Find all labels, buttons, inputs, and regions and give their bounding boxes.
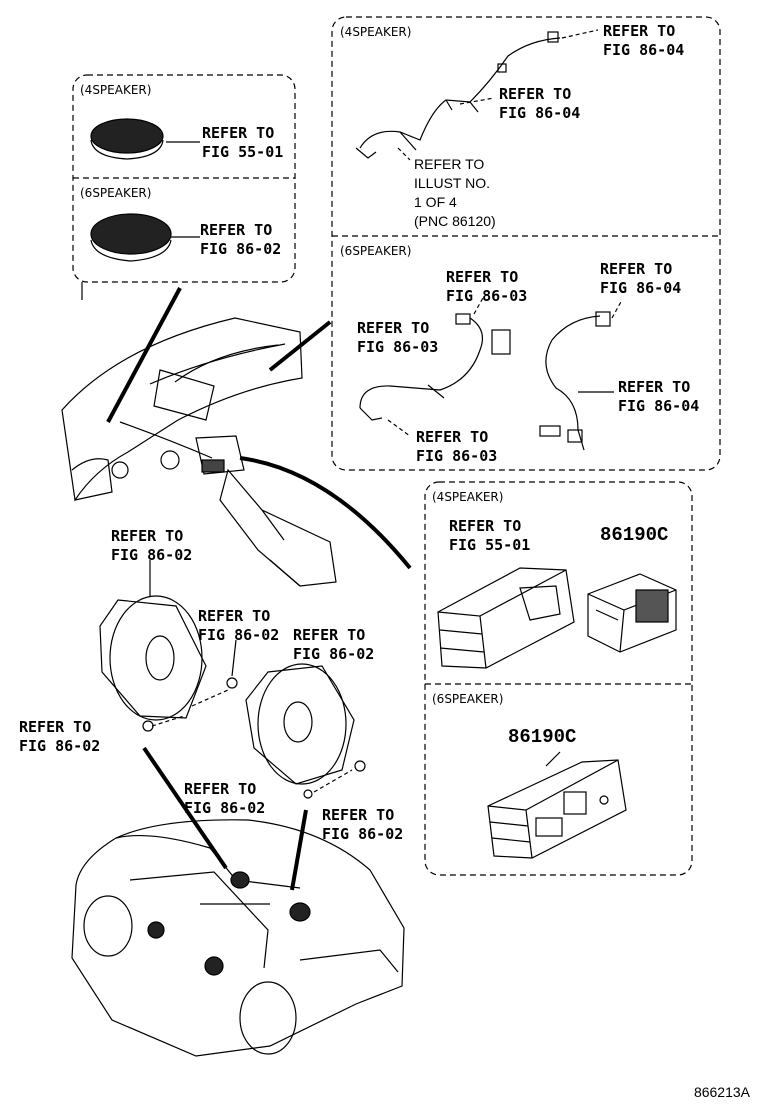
switch-box	[424, 481, 693, 876]
harness-4sp	[355, 29, 599, 161]
switch-86190c-4sp	[587, 573, 677, 653]
switch-86190c-6sp	[487, 751, 627, 859]
tweeter-4sp-label: (4SPEAKER)	[80, 83, 152, 97]
door-speaker-left	[99, 560, 207, 721]
tweeter-4sp	[90, 118, 200, 160]
part-number-4sp: 86190C	[600, 524, 669, 546]
illustration-code: 866213A	[693, 1084, 750, 1100]
switch-4sp-label: (4SPEAKER)	[432, 490, 504, 504]
harness-6sp	[359, 295, 623, 451]
harness-4sp-label: (4SPEAKER)	[340, 25, 412, 39]
switch-bracket-4sp	[437, 567, 575, 669]
dashboard-illustration	[61, 317, 337, 587]
harness-6sp-label: (6SPEAKER)	[340, 244, 412, 258]
door-speaker-right	[245, 663, 355, 785]
tweeter-6sp-label: (6SPEAKER)	[80, 186, 152, 200]
switch-6sp-label: (6SPEAKER)	[432, 692, 504, 706]
part-number-6sp: 86190C	[508, 726, 577, 748]
car-illustration	[71, 819, 405, 1057]
tweeter-6sp	[90, 213, 200, 262]
harness-box	[331, 16, 721, 471]
speaker-clips	[142, 639, 366, 799]
